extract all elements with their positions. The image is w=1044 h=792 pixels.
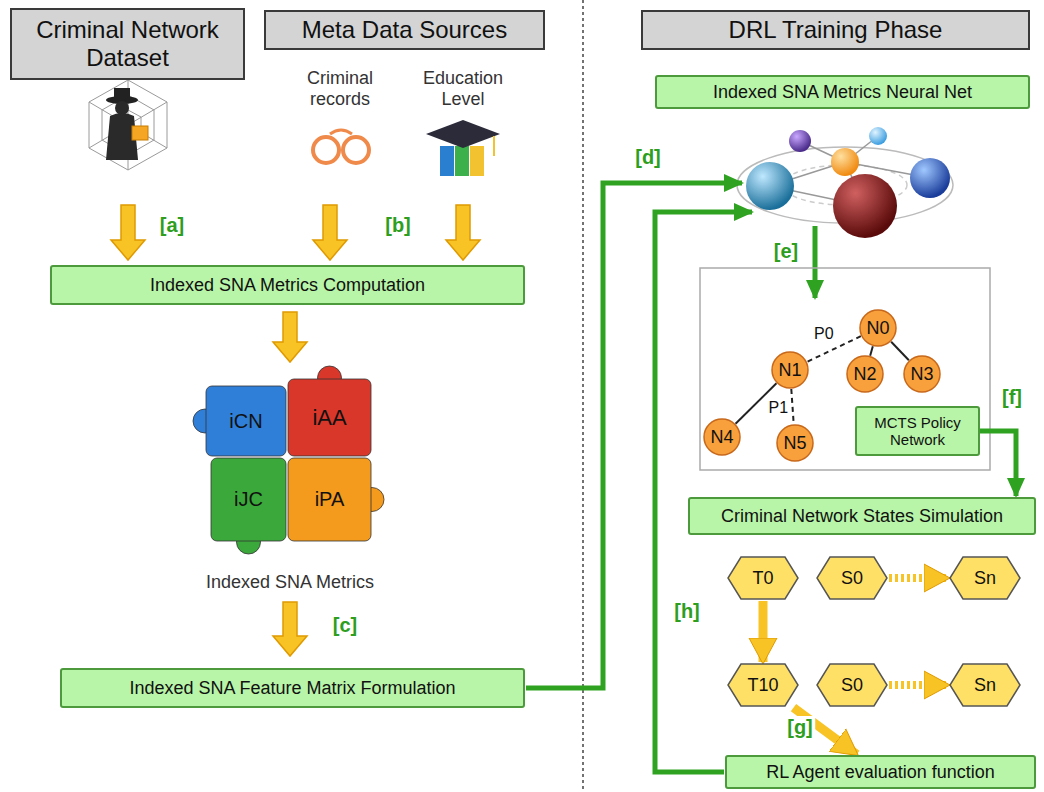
node-text: S0 xyxy=(841,675,863,696)
edge-label: P0 xyxy=(812,325,836,343)
node-circle xyxy=(860,310,896,346)
node-text: Indexed SNA Feature Matrix Formulation xyxy=(129,678,455,699)
puzzle-body xyxy=(288,458,371,541)
node-text: Meta Data Sources xyxy=(302,16,507,44)
node-text: N1 xyxy=(778,360,801,381)
training-arrow xyxy=(526,183,815,772)
node-text: Indexed SNA Metrics Computation xyxy=(150,275,425,296)
process-box: Indexed SNA Metrics Computation xyxy=(50,265,525,305)
connector xyxy=(980,431,1016,496)
puzzle-piece: iJC xyxy=(210,457,287,542)
node-text: Criminal Network States Simulation xyxy=(721,506,1003,527)
node-circle xyxy=(904,356,940,392)
tree-node: N2 xyxy=(846,355,884,393)
tree-panel xyxy=(700,268,990,470)
connector xyxy=(889,574,948,582)
puzzle-piece: iAA xyxy=(287,378,372,457)
process-box: RL Agent evaluation function xyxy=(725,755,1036,789)
node-text: Criminal Network Dataset xyxy=(22,16,233,71)
source-label: Criminal records xyxy=(285,68,395,109)
node-circle xyxy=(772,352,808,388)
node-text: Indexed SNA Metrics Neural Net xyxy=(713,82,972,103)
hexagon xyxy=(817,557,887,599)
puzzle-body xyxy=(206,386,286,456)
node-circle xyxy=(704,419,740,455)
hexagon xyxy=(728,557,798,599)
node-circle xyxy=(777,425,813,461)
tree-node: N4 xyxy=(703,418,741,456)
node-text: T0 xyxy=(752,568,773,589)
source-label: Education Level xyxy=(413,68,513,109)
callout-tag: [g] xyxy=(785,716,815,739)
node-text: N2 xyxy=(853,364,876,385)
callout-tag: [e] xyxy=(772,240,800,263)
connector xyxy=(759,601,768,662)
hexagon xyxy=(950,557,1020,599)
callout-tag: [f] xyxy=(1000,386,1024,409)
callout-tag: [c] xyxy=(331,614,359,637)
callout-tag: [a] xyxy=(158,214,186,237)
node-text: iPA xyxy=(315,488,345,511)
node-circle xyxy=(847,356,883,392)
node-text: iJC xyxy=(234,488,263,511)
node-text: MCTS Policy Network xyxy=(867,414,968,449)
criminal-web-icon xyxy=(89,80,167,170)
node-text: DRL Training Phase xyxy=(729,16,943,44)
tree-node: N5 xyxy=(776,424,814,462)
connector xyxy=(889,681,948,689)
source-label: Indexed SNA Metrics xyxy=(180,572,400,593)
node-text: N5 xyxy=(783,433,806,454)
section-header: Meta Data Sources xyxy=(264,10,545,50)
state-hexagon: S0 xyxy=(816,663,888,707)
node-text: iCN xyxy=(229,410,262,433)
education-icon xyxy=(426,120,500,176)
callout-tag: [b] xyxy=(383,214,413,237)
node-text: Sn xyxy=(974,568,996,589)
puzzle-body xyxy=(211,458,286,541)
criminal-figure xyxy=(106,88,148,160)
section-header: Criminal Network Dataset xyxy=(10,8,245,80)
node-text: T10 xyxy=(747,675,778,696)
process-box: MCTS Policy Network xyxy=(855,406,980,456)
handcuffs-icon xyxy=(313,130,369,163)
section-header: DRL Training Phase xyxy=(641,10,1030,50)
process-box: Indexed SNA Metrics Neural Net xyxy=(655,75,1030,109)
node-text: S0 xyxy=(841,568,863,589)
state-hexagon: Sn xyxy=(949,663,1021,707)
state-hexagon: Sn xyxy=(949,556,1021,600)
state-hexagon: T10 xyxy=(727,663,799,707)
connector xyxy=(791,389,793,424)
connector xyxy=(891,342,909,361)
node-text: N3 xyxy=(910,364,933,385)
hexagon xyxy=(950,664,1020,706)
tree-node: N3 xyxy=(903,355,941,393)
tree-node: N1 xyxy=(771,351,809,389)
puzzle-piece: iCN xyxy=(205,385,287,457)
callout-tag: [d] xyxy=(633,146,663,169)
process-box: Criminal Network States Simulation xyxy=(688,497,1036,535)
state-hexagon: S0 xyxy=(816,556,888,600)
hexagon xyxy=(728,664,798,706)
puzzle-body xyxy=(288,379,371,456)
tree-node: N0 xyxy=(859,309,897,347)
connector xyxy=(870,346,873,355)
divider-line xyxy=(582,0,584,792)
state-hexagon: T0 xyxy=(727,556,799,600)
node-text: Sn xyxy=(974,675,996,696)
neural-net-illustration xyxy=(737,127,953,238)
node-text: N0 xyxy=(866,318,889,339)
node-text: N4 xyxy=(710,427,733,448)
callout-tag: [h] xyxy=(672,600,702,623)
hexagon xyxy=(817,664,887,706)
node-text: iAA xyxy=(312,405,346,430)
edge-label: P1 xyxy=(767,399,791,417)
node-text: RL Agent evaluation function xyxy=(766,762,995,783)
puzzle-piece: iPA xyxy=(287,457,372,542)
process-box: Indexed SNA Feature Matrix Formulation xyxy=(60,668,525,708)
